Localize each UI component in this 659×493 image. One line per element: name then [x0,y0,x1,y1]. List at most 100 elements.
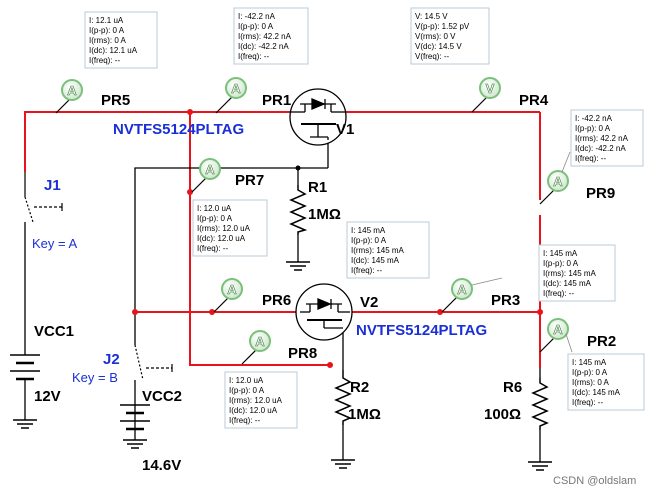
probe-box-line: I(rms): 0 A [89,36,127,45]
probe-box-line: I(freq): -- [575,154,606,163]
resistor-r6[interactable] [528,378,552,471]
probe-box-line: I(p-p): 0 A [197,214,233,223]
battery-vcc1 [10,354,40,429]
svg-text:A: A [255,334,265,349]
probe-box-line: V: 14.5 V [415,12,448,21]
probe-box-line: I(p-p): 0 A [543,259,579,268]
resistor-r2-value: 1MΩ [348,406,381,423]
watermark: CSDN @oldslam [553,475,636,487]
probe-icon-pr4[interactable]: V [471,77,501,113]
junction-dots-black [295,165,301,171]
probe-box-pr1: I: -42.2 nAI(p-p): 0 AI(rms): 42.2 nAI(d… [233,7,309,65]
probe-box-line: I(dc): -42.2 nA [575,144,626,153]
switch-j2[interactable] [134,344,173,381]
probe-box-line: I: 12.1 uA [89,16,124,25]
probe-box-line: I(p-p): 0 A [238,22,274,31]
probe-box-line: I(dc): 145 mA [351,256,400,265]
probe-box-line: I(dc): 145 mA [543,279,592,288]
probe-icon-pr7[interactable]: A [191,158,221,193]
resistor-r2-name: R2 [350,379,369,396]
probe-box-line: I(p-p): 0 A [89,26,125,35]
probe-icon-pr2[interactable]: A [539,318,569,353]
svg-text:A: A [227,282,237,297]
svg-text:A: A [67,83,77,98]
probe-box-pr2: I: 145 mAI(p-p): 0 AI(rms): 0 AI(dc): 14… [567,353,645,411]
black-wires [24,140,541,462]
probe-box-line: I(freq): -- [351,266,382,275]
probe-icon-pr1[interactable]: A [215,77,247,114]
probe-box-pr5: I: 12.1 uAI(p-p): 0 AI(rms): 0 AI(dc): 1… [84,11,158,69]
mosfet-v1[interactable] [289,88,347,146]
probe-box-line: I: 12.0 uA [197,204,232,213]
junction-dots [132,109,543,368]
probe-box-leaders [471,151,573,353]
probe-box-line: I(dc): 145 mA [572,388,621,397]
probe-pr3-label: PR3 [491,292,520,309]
probe-box-line: I(rms): 42.2 nA [575,134,629,143]
battery-vcc2 [120,404,150,449]
resistor-r1-name: R1 [308,179,327,196]
mosfet-v1-part: NVTFS5124PLTAG [113,121,244,138]
probe-box-pr4: V: 14.5 VV(p-p): 1.52 pVV(rms): 0 VV(dc)… [410,7,490,65]
probe-box-pr9: I: -42.2 nAI(p-p): 0 AI(rms): 42.2 nAI(d… [570,109,644,167]
switch-j2-key: Key = B [72,370,118,385]
probe-box-pr8: I: 12.0 uAI(p-p): 0 AI(rms): 12.0 uAI(dc… [224,371,298,429]
probe-icon-pr3[interactable]: A [441,278,473,313]
probe-box-line: I(rms): 12.0 uA [197,224,251,233]
probe-box-line: I(p-p): 0 A [229,386,265,395]
probe-box-line: I: 12.0 uA [229,376,264,385]
probe-box-pr6: I: 145 mAI(p-p): 0 AI(rms): 145 mAI(dc):… [346,221,430,279]
probe-pr5-label: PR5 [101,92,130,109]
switch-j1-key: Key = A [32,236,77,251]
probe-box-pr3: I: 145 mAI(p-p): 0 AI(rms): 145 mAI(dc):… [538,244,616,302]
probe-pr8-label: PR8 [288,345,317,362]
probe-box-line: I(p-p): 0 A [575,124,611,133]
probe-box-line: I(freq): -- [543,289,574,298]
probe-box-line: I(dc): 12.1 uA [89,46,138,55]
probe-pr1-label: PR1 [262,92,291,109]
probe-box-line: I(freq): -- [197,244,228,253]
probe-pr6-label: PR6 [262,292,291,309]
resistor-r1-value: 1MΩ [308,206,341,223]
mosfet-v2-part: NVTFS5124PLTAG [356,322,487,339]
probe-pr7-label: PR7 [235,172,264,189]
probe-box-line: V(dc): 14.5 V [415,42,462,51]
svg-text:V: V [486,81,495,96]
resistor-r2[interactable] [331,370,355,469]
probe-box-line: I(freq): -- [572,398,603,407]
switch-j2-name: J2 [103,351,120,368]
probe-box-line: I(freq): -- [238,52,269,61]
mosfet-v2-name: V2 [360,294,378,311]
mosfet-v2[interactable] [295,283,353,341]
mosfet-v1-name: V1 [336,121,354,138]
probe-icon-pr9[interactable]: A [539,170,569,205]
red-wires [24,111,541,368]
probe-box-line: I: -42.2 nA [575,114,613,123]
resistor-r1[interactable] [286,185,310,271]
probe-readouts: I: 12.1 uAI(p-p): 0 AI(rms): 0 AI(dc): 1… [84,7,645,429]
resistor-r6-name: R6 [503,379,522,396]
probe-icon-pr6[interactable]: A [213,278,243,313]
switch-j1[interactable] [24,172,63,223]
probe-box-line: I(dc): 12.0 uA [197,234,246,243]
probe-pr4-label: PR4 [519,92,549,109]
svg-text:A: A [231,81,241,96]
probe-box-line: V(freq): -- [415,52,450,61]
svg-text:A: A [457,282,467,297]
probe-box-pr7: I: 12.0 uAI(p-p): 0 AI(rms): 12.0 uAI(dc… [192,199,268,257]
probe-box-line: V(rms): 0 V [415,32,456,41]
probe-icon-pr8[interactable]: A [241,330,271,365]
battery-vcc1-name: VCC1 [34,323,74,340]
probe-box-line: I(freq): -- [229,416,260,425]
probe-box-line: I(rms): 42.2 nA [238,32,292,41]
battery-vcc2-name: VCC2 [142,388,182,405]
probe-pr9-label: PR9 [586,185,615,202]
probe-box-line: I(dc): -42.2 nA [238,42,289,51]
probe-box-line: I: 145 mA [543,249,578,258]
probe-box-line: I(rms): 12.0 uA [229,396,283,405]
resistor-r6-value: 100Ω [484,406,521,423]
probe-icon-pr5[interactable]: A [55,79,83,114]
probe-box-line: I: -42.2 nA [238,12,276,21]
switch-j1-name: J1 [44,177,61,194]
